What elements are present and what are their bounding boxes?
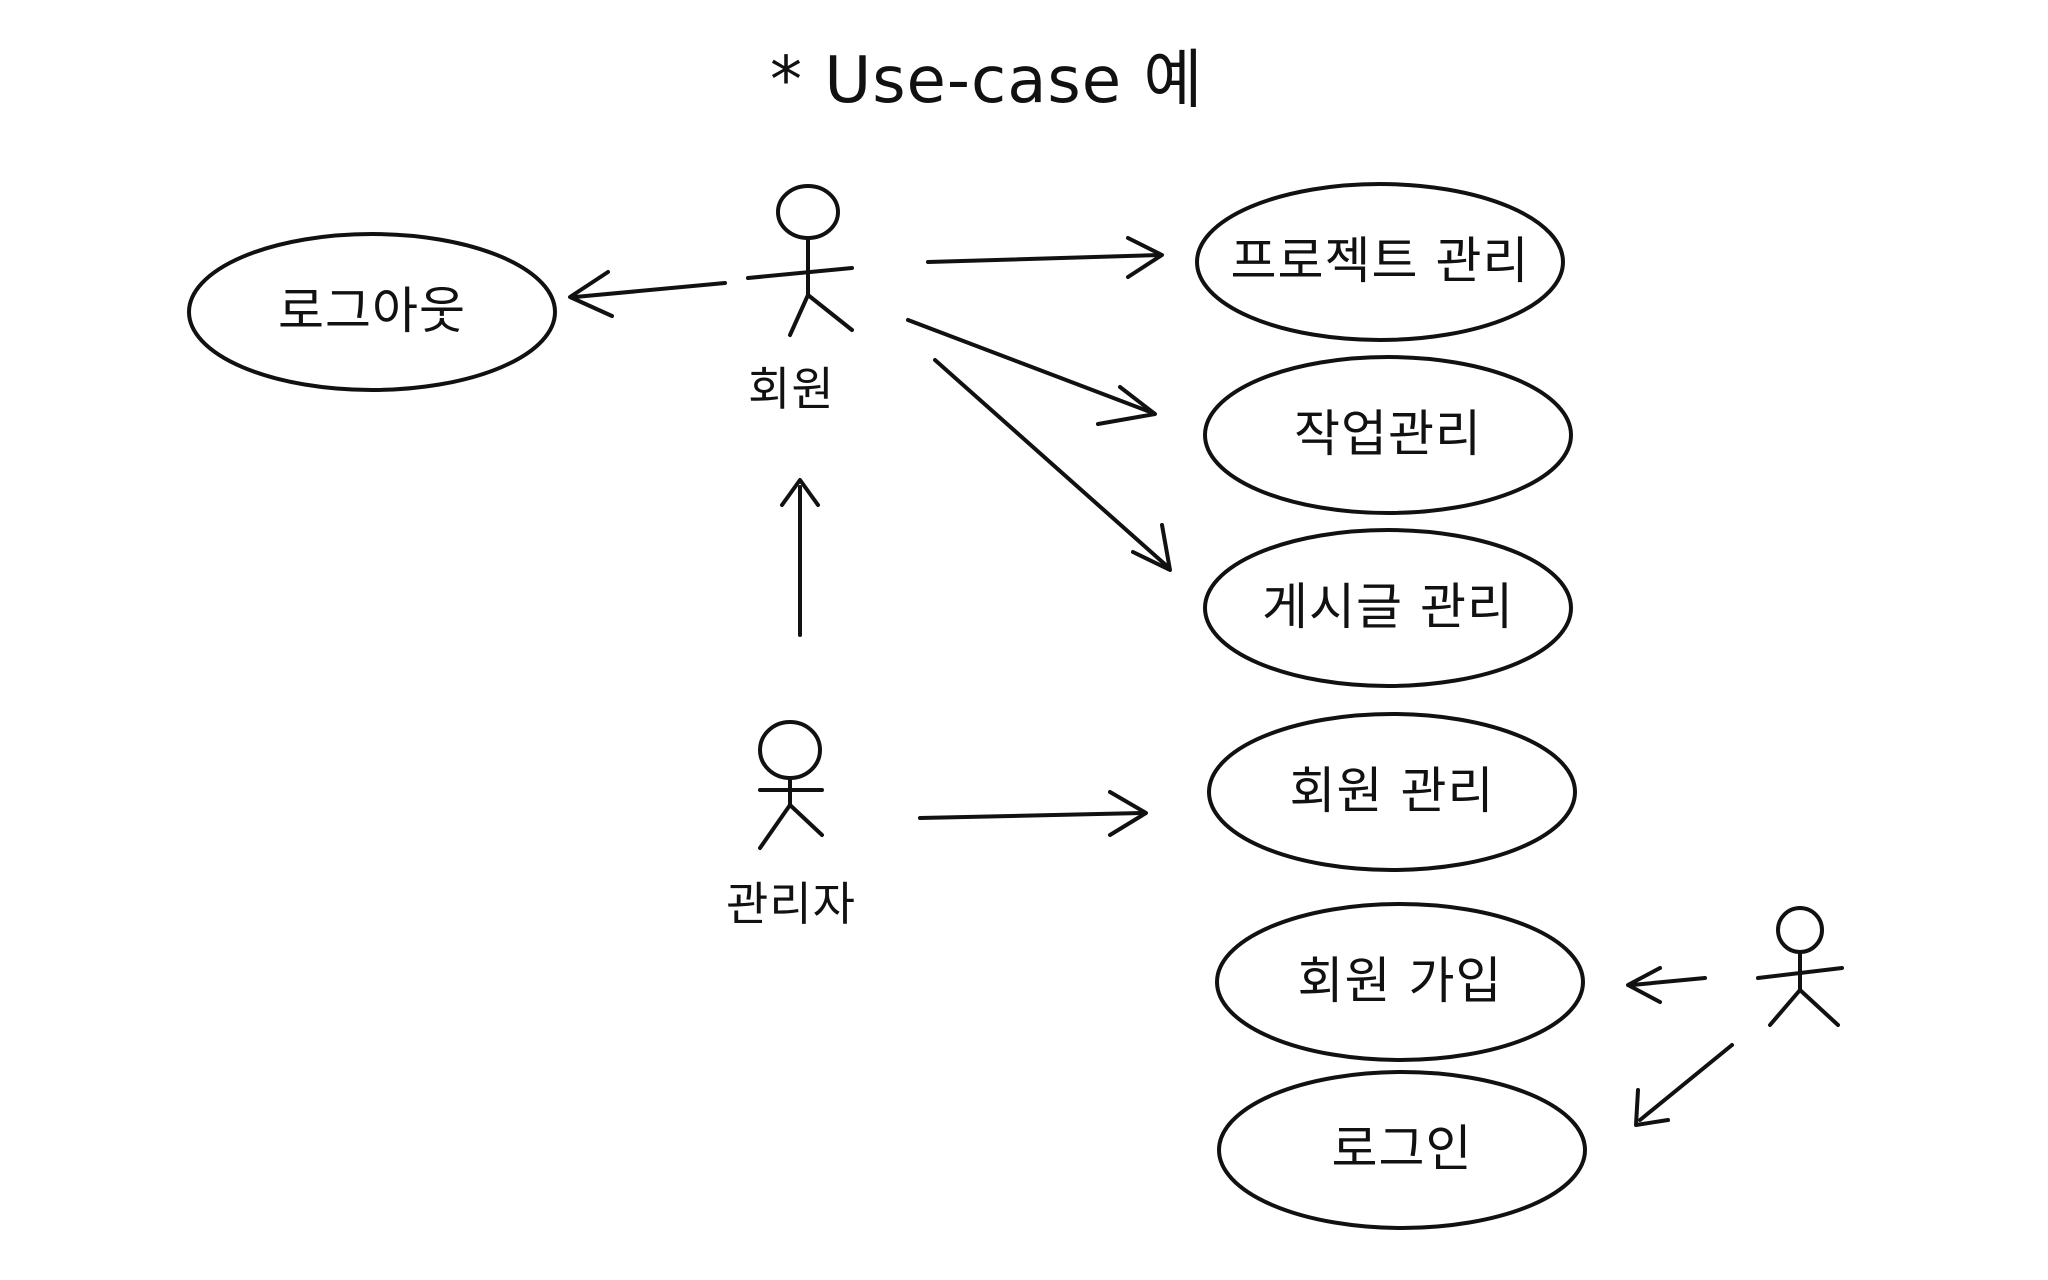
use-case-project-mgmt: 프로젝트 관리 xyxy=(1195,182,1565,342)
use-case-board-mgmt-ellipse xyxy=(1203,528,1573,688)
actor-member-label: 회원 xyxy=(748,362,835,416)
actor-admin: 관리자 xyxy=(726,720,856,931)
use-case-board-mgmt-label: 게시글 관리 xyxy=(1262,578,1514,636)
use-case-logout: 로그아웃 xyxy=(187,232,557,392)
use-case-task-mgmt-label: 작업관리 xyxy=(1294,405,1482,463)
actor-admin-label: 관리자 xyxy=(726,877,856,931)
actor-admin-legs xyxy=(758,803,824,850)
use-case-login-ellipse xyxy=(1217,1070,1587,1230)
diagram-title: * Use-case 예 xyxy=(770,44,1203,118)
actor-guest-arms xyxy=(1756,966,1844,980)
use-case-member-mgmt-label: 회원 관리 xyxy=(1290,762,1495,820)
use-case-signup: 회원 가입 xyxy=(1215,902,1585,1062)
use-case-signup-label: 회원 가입 xyxy=(1298,952,1503,1010)
actor-admin-head xyxy=(758,720,822,780)
actor-member: 회원 xyxy=(746,184,854,416)
use-case-board-mgmt: 게시글 관리 xyxy=(1203,528,1573,688)
arrow-member-to-project-mgmt xyxy=(926,236,1164,279)
actor-member-head xyxy=(776,184,840,240)
use-case-task-mgmt: 작업관리 xyxy=(1203,355,1573,515)
use-case-project-mgmt-label: 프로젝트 관리 xyxy=(1231,232,1530,290)
arrow-guest-to-login xyxy=(1634,1043,1734,1127)
use-case-member-mgmt-ellipse xyxy=(1207,712,1577,872)
actor-guest-legs xyxy=(1768,988,1840,1027)
arrow-member-to-task-mgmt xyxy=(906,318,1157,426)
use-case-logout-ellipse xyxy=(187,232,557,392)
arrow-admin-to-member-mgmt xyxy=(918,790,1148,837)
actor-guest xyxy=(1756,906,1844,1027)
arrow-guest-to-signup xyxy=(1626,966,1707,1004)
arrow-admin-to-member xyxy=(780,478,820,637)
use-case-logout-label: 로그아웃 xyxy=(278,282,466,340)
arrow-member-to-logout xyxy=(568,270,727,318)
use-case-signup-ellipse xyxy=(1215,902,1585,1062)
use-case-project-mgmt-ellipse xyxy=(1195,182,1565,342)
use-case-login-label: 로그인 xyxy=(1332,1120,1473,1178)
actor-member-arms xyxy=(746,266,854,280)
actor-member-legs xyxy=(788,293,854,337)
use-case-login: 로그인 xyxy=(1217,1070,1587,1230)
actor-guest-head xyxy=(1776,906,1824,954)
use-case-task-mgmt-ellipse xyxy=(1203,355,1573,515)
arrow-member-to-board-mgmt xyxy=(933,358,1172,572)
use-case-member-mgmt: 회원 관리 xyxy=(1207,712,1577,872)
